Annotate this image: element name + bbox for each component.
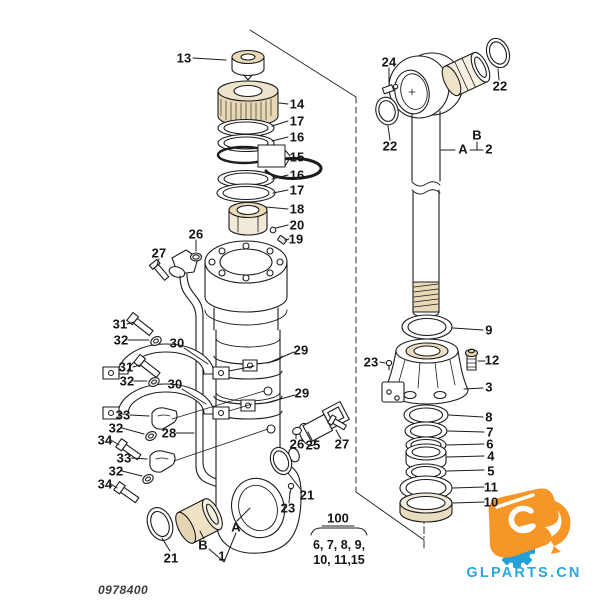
part-label-19-9: 19 xyxy=(288,231,304,247)
part-label-31-15: 31 xyxy=(118,359,134,375)
part-label-27-29: 27 xyxy=(334,436,350,452)
part-22-ring-top xyxy=(485,37,511,69)
part-label-30-17: 30 xyxy=(167,376,183,392)
part-label-22-37: 22 xyxy=(492,78,508,94)
part-label-29-19: 29 xyxy=(294,385,310,401)
part-label-32-13: 32 xyxy=(113,332,129,348)
part-23-fitting-gland xyxy=(385,359,393,371)
part-label-21-30: 21 xyxy=(163,550,179,566)
part-label-33-20: 33 xyxy=(115,407,131,423)
part-label-26-27: 26 xyxy=(289,436,305,452)
cylinder-tube xyxy=(215,329,302,554)
part-21-ring-right xyxy=(269,446,293,476)
part-label-29-18: 29 xyxy=(293,342,309,358)
part-label-25-28: 25 xyxy=(305,437,321,453)
part-label-22-38: 22 xyxy=(382,138,398,154)
part-label-A-32: A xyxy=(231,519,241,535)
part-label-3-45: 3 xyxy=(485,379,493,395)
part-label-6-48: 6 xyxy=(486,436,494,452)
part-32-washer-4 xyxy=(142,474,154,484)
part-label-18-7: 18 xyxy=(289,201,305,217)
glparts-logo-icon xyxy=(488,488,571,568)
part-31-bolt-upper xyxy=(126,311,154,336)
part-label-14-1: 14 xyxy=(289,96,305,112)
kit-contents-line1: 6, 7, 8, 9, xyxy=(312,538,366,552)
part-bushing-B xyxy=(175,498,223,544)
part-label-16-5: 16 xyxy=(289,167,305,183)
part-label-A-40: A xyxy=(458,141,468,157)
part-9-ring xyxy=(401,314,453,340)
part-label-24-36: 24 xyxy=(381,54,397,70)
part-label-10-52: 10 xyxy=(483,494,499,510)
part-label-23-35: 23 xyxy=(280,500,296,516)
part-label-30-14: 30 xyxy=(169,335,185,351)
seal-ring-17-upper xyxy=(217,118,275,138)
part-3-gland xyxy=(381,338,469,405)
part-31-bolt-lower xyxy=(133,353,161,378)
part-32-washer-1 xyxy=(150,336,162,346)
part-label-5-50: 5 xyxy=(487,463,495,479)
part-13-cap xyxy=(231,49,265,81)
part-32-washer-3 xyxy=(145,431,157,441)
part-label-23-43: 23 xyxy=(363,354,379,370)
part-label-31-12: 31 xyxy=(112,316,128,332)
part-label-34-22: 34 xyxy=(97,432,113,448)
part-34-bolt-upper xyxy=(115,438,142,461)
part-label-26-10: 26 xyxy=(188,226,204,242)
part-label-11-51: 11 xyxy=(483,479,499,495)
leader-lines xyxy=(110,57,500,563)
kit-number: 100 xyxy=(327,510,349,526)
part-label-1-33: 1 xyxy=(218,548,226,564)
kit-contents-line2: 10, 11,15 xyxy=(313,553,365,567)
part-label-28-23: 28 xyxy=(161,425,177,441)
part-27-bolt-top xyxy=(148,258,170,281)
part-25-valve xyxy=(292,401,350,447)
part-21-ring-left xyxy=(146,507,174,541)
part-26-oring-top xyxy=(189,252,203,262)
part-label-9-42: 9 xyxy=(485,322,493,338)
part-label-21-34: 21 xyxy=(299,487,315,503)
part-33-elbow-upper xyxy=(151,407,178,430)
part-label-4-49: 4 xyxy=(487,448,495,464)
part-20-ball xyxy=(269,226,277,234)
part-24-grease-fitting xyxy=(381,83,399,95)
part-10-ring xyxy=(399,492,453,523)
part-label-16-3: 16 xyxy=(289,129,305,145)
excavator-icon xyxy=(488,488,571,558)
part-label-2-41: 2 xyxy=(485,141,493,157)
part-14-guide xyxy=(217,80,279,127)
part-12-screw xyxy=(464,348,479,371)
part-label-12-44: 12 xyxy=(484,352,500,368)
part-label-17-2: 17 xyxy=(289,113,305,129)
part-label-7-47: 7 xyxy=(486,424,494,440)
part-19-plug xyxy=(277,235,288,245)
part-label-15-4: 15 xyxy=(289,149,305,165)
part-label-B-39: B xyxy=(472,127,482,143)
part-label-B-31: B xyxy=(198,537,208,553)
part-label-13-0: 13 xyxy=(176,50,192,66)
part-label-34-26: 34 xyxy=(97,476,113,492)
part-label-20-8: 20 xyxy=(289,217,305,233)
part-18-nut xyxy=(228,201,268,236)
glparts-logo-text: GLPARTS.CN xyxy=(466,565,582,581)
part-label-32-21: 32 xyxy=(108,420,124,436)
seal-ring-17-lower xyxy=(216,183,276,203)
piston-rod xyxy=(411,110,441,318)
part-34-bolt-lower xyxy=(113,481,140,504)
part-30-clamp-lower xyxy=(102,383,230,420)
part-label-17-6: 17 xyxy=(289,182,305,198)
part-label-8-46: 8 xyxy=(485,409,493,425)
drawing-number: 0978400 xyxy=(98,583,149,597)
part-label-27-11: 27 xyxy=(151,245,167,261)
part-33-elbow-lower xyxy=(149,450,176,473)
part-22-ring-left xyxy=(375,96,399,126)
cylinder-head xyxy=(204,240,288,331)
part-label-32-25: 32 xyxy=(108,463,124,479)
part-32-washer-2 xyxy=(148,377,160,387)
part-label-32-16: 32 xyxy=(119,373,135,389)
part-label-33-24: 33 xyxy=(116,450,132,466)
part-bushing-rod xyxy=(441,51,491,97)
